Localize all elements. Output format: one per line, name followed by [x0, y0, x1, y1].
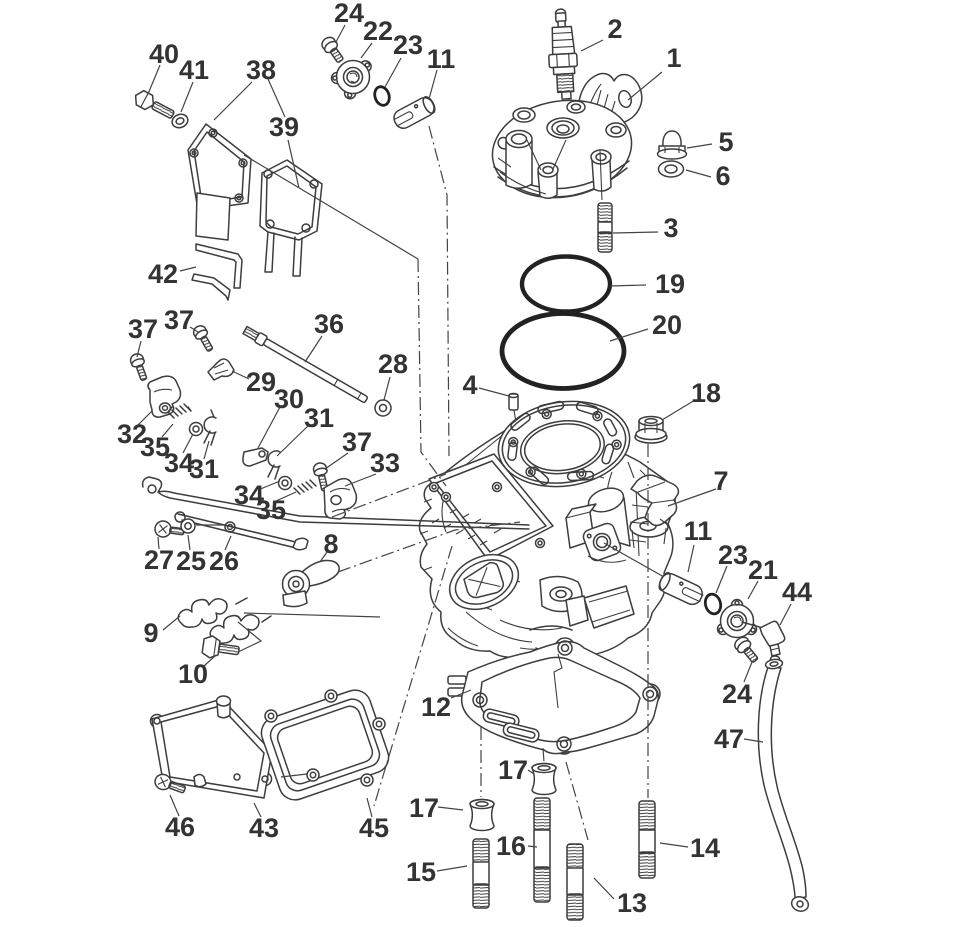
svg-text:32: 32 [117, 419, 147, 449]
svg-text:37: 37 [342, 427, 372, 457]
svg-text:27: 27 [144, 545, 174, 575]
svg-text:24: 24 [722, 679, 752, 709]
svg-text:20: 20 [652, 310, 682, 340]
svg-text:41: 41 [179, 55, 209, 85]
svg-text:10: 10 [178, 659, 208, 689]
svg-text:29: 29 [246, 367, 276, 397]
svg-text:2: 2 [607, 14, 622, 44]
svg-text:5: 5 [718, 127, 733, 157]
svg-text:28: 28 [378, 349, 408, 379]
svg-text:8: 8 [323, 529, 338, 559]
svg-text:15: 15 [406, 857, 436, 887]
svg-text:31: 31 [189, 454, 219, 484]
svg-text:14: 14 [690, 833, 720, 863]
svg-text:34: 34 [234, 480, 264, 510]
svg-text:21: 21 [748, 555, 778, 585]
svg-text:13: 13 [617, 888, 647, 918]
svg-text:35: 35 [256, 495, 286, 525]
svg-text:17: 17 [498, 755, 528, 785]
svg-text:36: 36 [314, 309, 344, 339]
svg-text:46: 46 [165, 812, 195, 842]
svg-text:6: 6 [715, 161, 730, 191]
svg-text:37: 37 [164, 305, 194, 335]
svg-text:42: 42 [148, 259, 178, 289]
svg-text:31: 31 [304, 403, 334, 433]
svg-text:12: 12 [421, 692, 451, 722]
svg-text:34: 34 [164, 448, 194, 478]
svg-text:40: 40 [149, 39, 179, 69]
svg-text:26: 26 [209, 546, 239, 576]
svg-text:30: 30 [274, 384, 304, 414]
svg-text:1: 1 [666, 43, 681, 73]
svg-text:43: 43 [249, 813, 279, 843]
svg-text:3: 3 [663, 213, 678, 243]
svg-text:16: 16 [496, 831, 526, 861]
svg-text:25: 25 [176, 546, 206, 576]
svg-text:47: 47 [714, 724, 744, 754]
svg-text:9: 9 [143, 618, 158, 648]
svg-text:18: 18 [691, 378, 721, 408]
svg-text:38: 38 [246, 55, 276, 85]
svg-text:11: 11 [427, 44, 456, 74]
svg-text:4: 4 [462, 370, 477, 400]
svg-text:19: 19 [655, 269, 685, 299]
svg-text:39: 39 [269, 112, 299, 142]
svg-text:22: 22 [363, 16, 393, 46]
svg-text:44: 44 [782, 577, 812, 607]
svg-text:23: 23 [718, 540, 748, 570]
svg-text:33: 33 [370, 448, 400, 478]
svg-text:23: 23 [393, 30, 423, 60]
svg-text:37: 37 [128, 314, 158, 344]
svg-text:35: 35 [140, 432, 170, 462]
svg-text:17: 17 [409, 793, 439, 823]
svg-text:24: 24 [334, 0, 364, 28]
svg-text:45: 45 [359, 813, 389, 843]
svg-text:7: 7 [713, 466, 728, 496]
svg-text:11: 11 [684, 516, 713, 546]
